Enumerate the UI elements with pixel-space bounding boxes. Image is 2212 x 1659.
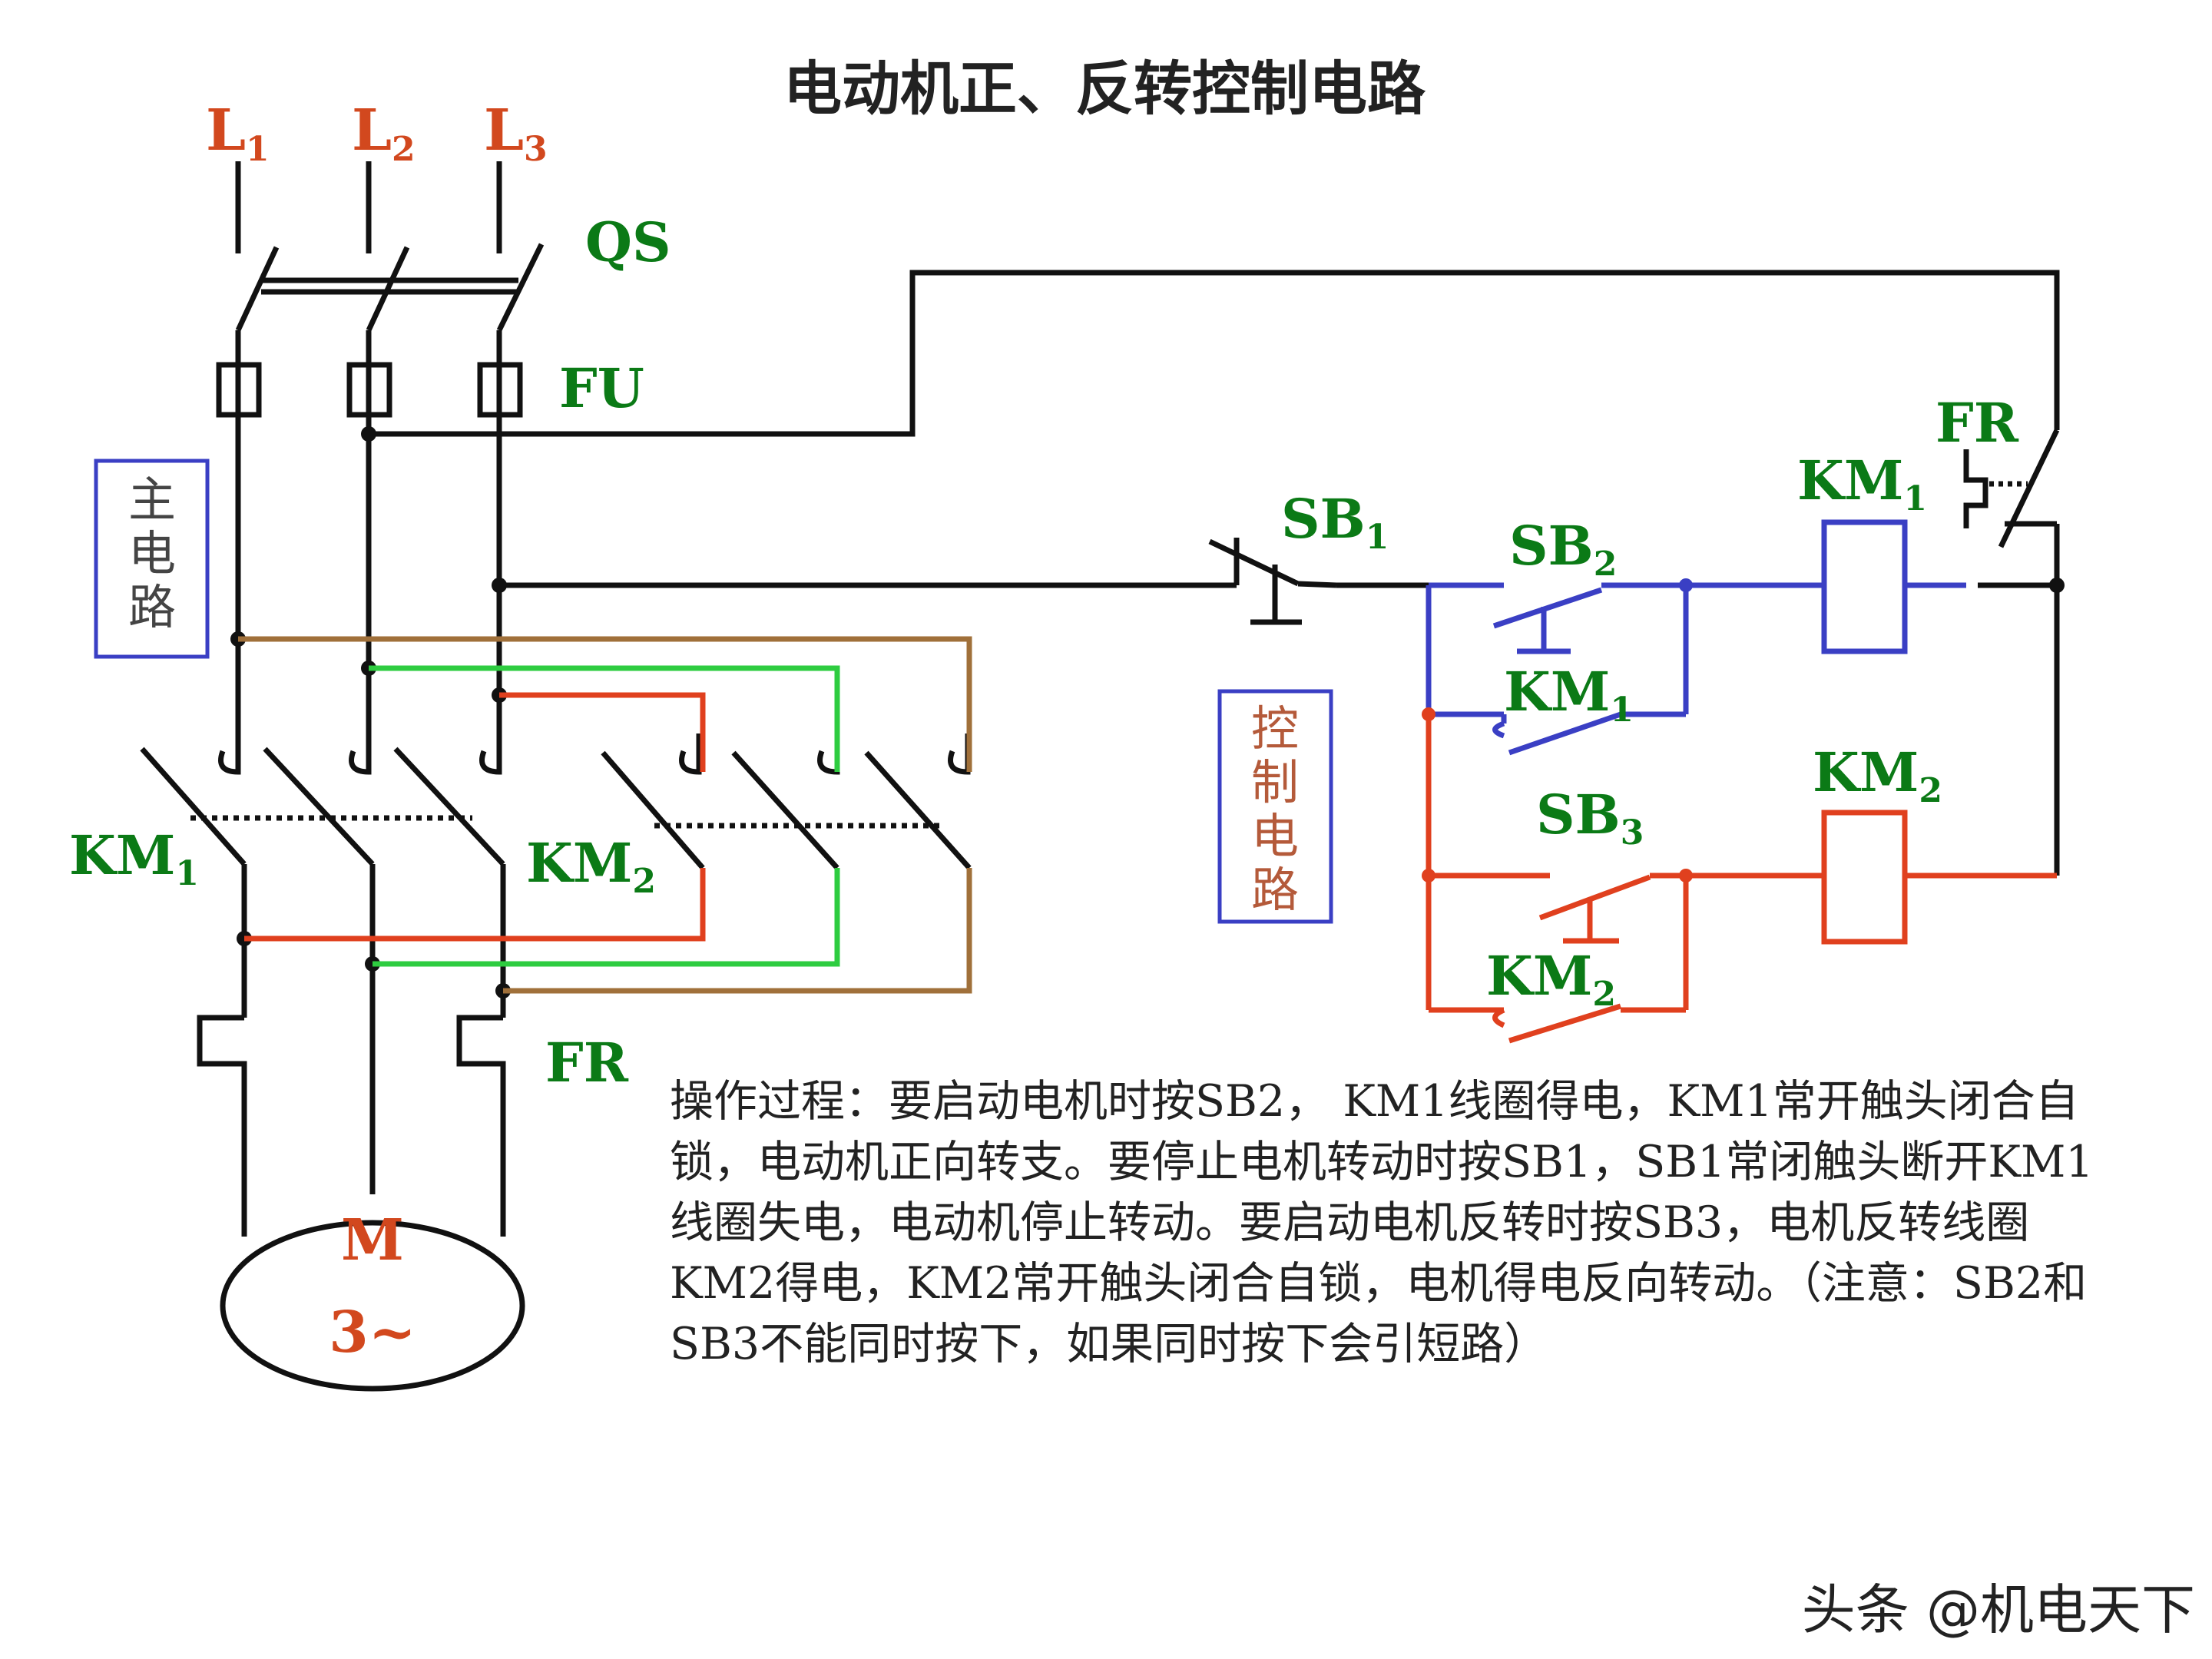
control-feed-wiring bbox=[369, 270, 2060, 876]
watermark: 头条 @机电天下 bbox=[1801, 1578, 2195, 1641]
svg-text:路: 路 bbox=[1251, 862, 1299, 918]
svg-text:L1: L1 bbox=[206, 98, 270, 169]
svg-text:路: 路 bbox=[128, 579, 176, 635]
fu-label: FU bbox=[559, 356, 644, 420]
svg-text:SB3: SB3 bbox=[1536, 783, 1644, 853]
svg-text:SB2: SB2 bbox=[1509, 514, 1617, 584]
fr-main-label: FR bbox=[545, 1031, 629, 1094]
control-circuit-box: 控 制 电 路 bbox=[1217, 689, 1333, 924]
reverse-branch-wiring bbox=[1426, 714, 2057, 1044]
svg-text:控: 控 bbox=[1251, 700, 1299, 757]
operation-description: 操作过程：要启动电机时按SB2， KM1线圈得电，KM1常开触头闭合自锁，电动机… bbox=[670, 1076, 2094, 1369]
green-wire-lower bbox=[373, 868, 840, 967]
svg-text:L2: L2 bbox=[352, 98, 416, 169]
svg-text:SB1: SB1 bbox=[1281, 487, 1389, 557]
supply-label-l1: L1 bbox=[206, 98, 270, 169]
svg-text:KM1: KM1 bbox=[69, 823, 199, 893]
main-circuit-box: 主 电 路 bbox=[94, 459, 210, 659]
motor: M 3~ bbox=[220, 1207, 525, 1392]
km2-main-label: KM2 bbox=[526, 831, 656, 901]
km2-coil-label: KM2 bbox=[1813, 740, 1942, 810]
forward-branch-wiring bbox=[1426, 519, 2057, 756]
brown-wire-upper bbox=[238, 636, 972, 772]
svg-text:主: 主 bbox=[128, 472, 176, 528]
svg-text:KM1: KM1 bbox=[1504, 660, 1634, 730]
red-wire-upper bbox=[499, 692, 706, 772]
svg-text:电: 电 bbox=[1251, 808, 1299, 864]
km2-contact-label: KM2 bbox=[1486, 944, 1616, 1014]
red-junction-dots bbox=[1422, 707, 1693, 882]
diagram-title: 电动机正、反转控制电路 bbox=[783, 55, 1426, 123]
km1-contact-label: KM1 bbox=[1504, 660, 1634, 730]
fr-control-label: FR bbox=[1936, 391, 2019, 455]
contactor-linkages bbox=[190, 815, 941, 829]
supply-label-l3: L3 bbox=[484, 98, 548, 169]
qs-label: QS bbox=[585, 210, 671, 274]
km1-coil-label: KM1 bbox=[1797, 449, 1927, 518]
svg-text:制: 制 bbox=[1251, 754, 1299, 810]
green-wire-upper bbox=[369, 665, 840, 772]
svg-text:电: 电 bbox=[128, 525, 176, 581]
blue-junction-dot bbox=[1679, 578, 1693, 592]
svg-text:KM1: KM1 bbox=[1797, 449, 1927, 518]
motor-label-phase: 3~ bbox=[329, 1300, 416, 1366]
svg-text:L3: L3 bbox=[484, 98, 548, 169]
motor-label-m: M bbox=[341, 1207, 404, 1273]
main-circuit-wiring bbox=[140, 161, 972, 1237]
supply-label-l2: L2 bbox=[352, 98, 416, 169]
sb1-label: SB1 bbox=[1281, 487, 1389, 557]
red-wire-lower bbox=[244, 868, 706, 942]
svg-text:KM2: KM2 bbox=[1486, 944, 1616, 1014]
sb3-label: SB3 bbox=[1536, 783, 1644, 853]
sb2-label: SB2 bbox=[1509, 514, 1617, 584]
km1-main-label: KM1 bbox=[69, 823, 199, 893]
svg-text:KM2: KM2 bbox=[526, 831, 656, 901]
brown-wire-lower bbox=[503, 868, 972, 994]
svg-text:KM2: KM2 bbox=[1813, 740, 1942, 810]
